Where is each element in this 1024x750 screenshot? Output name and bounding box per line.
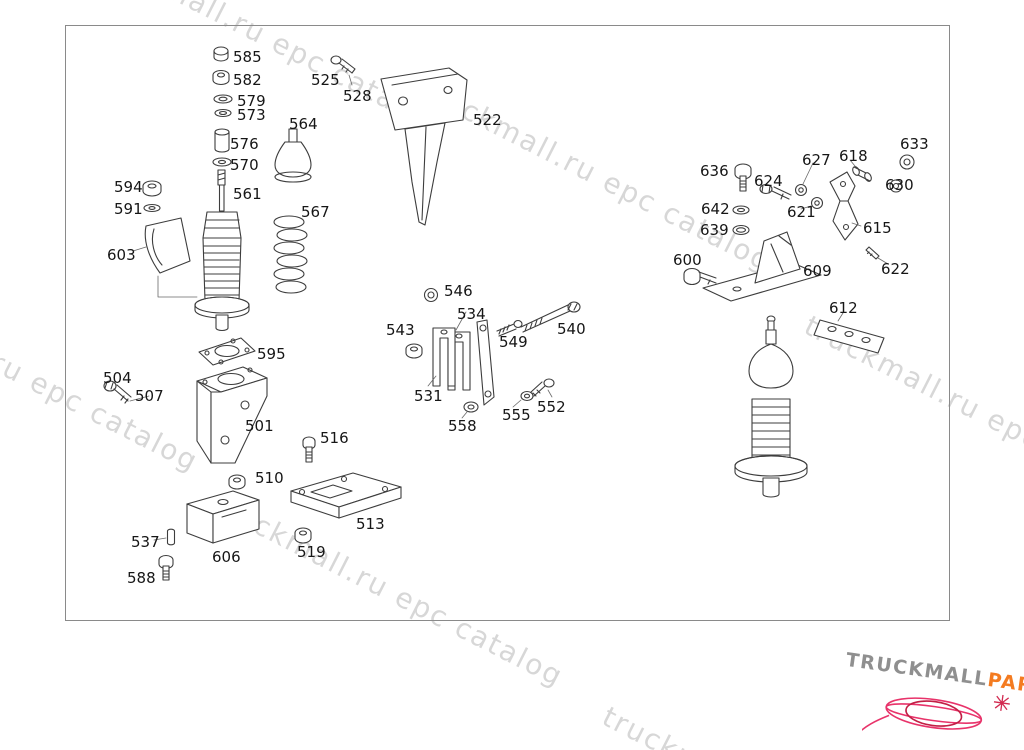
part-label-540: 540 bbox=[557, 320, 586, 338]
logo-swoosh-icon bbox=[862, 694, 1010, 734]
part-label-504: 504 bbox=[103, 369, 132, 387]
part-label-564: 564 bbox=[289, 115, 318, 133]
part-label-642: 642 bbox=[701, 200, 730, 218]
part-label-582: 582 bbox=[233, 71, 262, 89]
part-label-516: 516 bbox=[320, 429, 349, 447]
part-label-561: 561 bbox=[233, 185, 262, 203]
part-label-600: 600 bbox=[673, 251, 702, 269]
part-label-501: 501 bbox=[245, 417, 274, 435]
part-label-567: 567 bbox=[301, 203, 330, 221]
part-label-606: 606 bbox=[212, 548, 241, 566]
part-label-510: 510 bbox=[255, 469, 284, 487]
part-label-546: 546 bbox=[444, 282, 473, 300]
part-label-525: 525 bbox=[311, 71, 340, 89]
part-label-591: 591 bbox=[114, 200, 143, 218]
part-label-558: 558 bbox=[448, 417, 477, 435]
part-label-639: 639 bbox=[700, 221, 729, 239]
part-label-555: 555 bbox=[502, 406, 531, 424]
part-label-576: 576 bbox=[230, 135, 259, 153]
part-label-636: 636 bbox=[700, 162, 729, 180]
part-label-579: 579 bbox=[237, 92, 266, 110]
part-label-615: 615 bbox=[863, 219, 892, 237]
part-label-612: 612 bbox=[829, 299, 858, 317]
part-label-534: 534 bbox=[457, 305, 486, 323]
part-label-507: 507 bbox=[135, 387, 164, 405]
part-label-531: 531 bbox=[414, 387, 443, 405]
part-label-627: 627 bbox=[802, 151, 831, 169]
part-label-513: 513 bbox=[356, 515, 385, 533]
part-label-630: 630 bbox=[885, 176, 914, 194]
part-label-633: 633 bbox=[900, 135, 929, 153]
part-label-573: 573 bbox=[237, 106, 266, 124]
part-label-528: 528 bbox=[343, 87, 372, 105]
part-label-585: 585 bbox=[233, 48, 262, 66]
part-label-552: 552 bbox=[537, 398, 566, 416]
part-label-603: 603 bbox=[107, 246, 136, 264]
part-label-588: 588 bbox=[127, 569, 156, 587]
part-label-543: 543 bbox=[386, 321, 415, 339]
part-label-522: 522 bbox=[473, 111, 502, 129]
part-label-609: 609 bbox=[803, 262, 832, 280]
part-label-549: 549 bbox=[499, 333, 528, 351]
part-label-621: 621 bbox=[787, 203, 816, 221]
part-label-537: 537 bbox=[131, 533, 160, 551]
part-label-570: 570 bbox=[230, 156, 259, 174]
part-label-624: 624 bbox=[754, 172, 783, 190]
diagram-frame bbox=[65, 25, 950, 621]
part-label-594: 594 bbox=[114, 178, 143, 196]
part-label-618: 618 bbox=[839, 147, 868, 165]
part-label-595: 595 bbox=[257, 345, 286, 363]
part-label-622: 622 bbox=[881, 260, 910, 278]
part-label-519: 519 bbox=[297, 543, 326, 561]
